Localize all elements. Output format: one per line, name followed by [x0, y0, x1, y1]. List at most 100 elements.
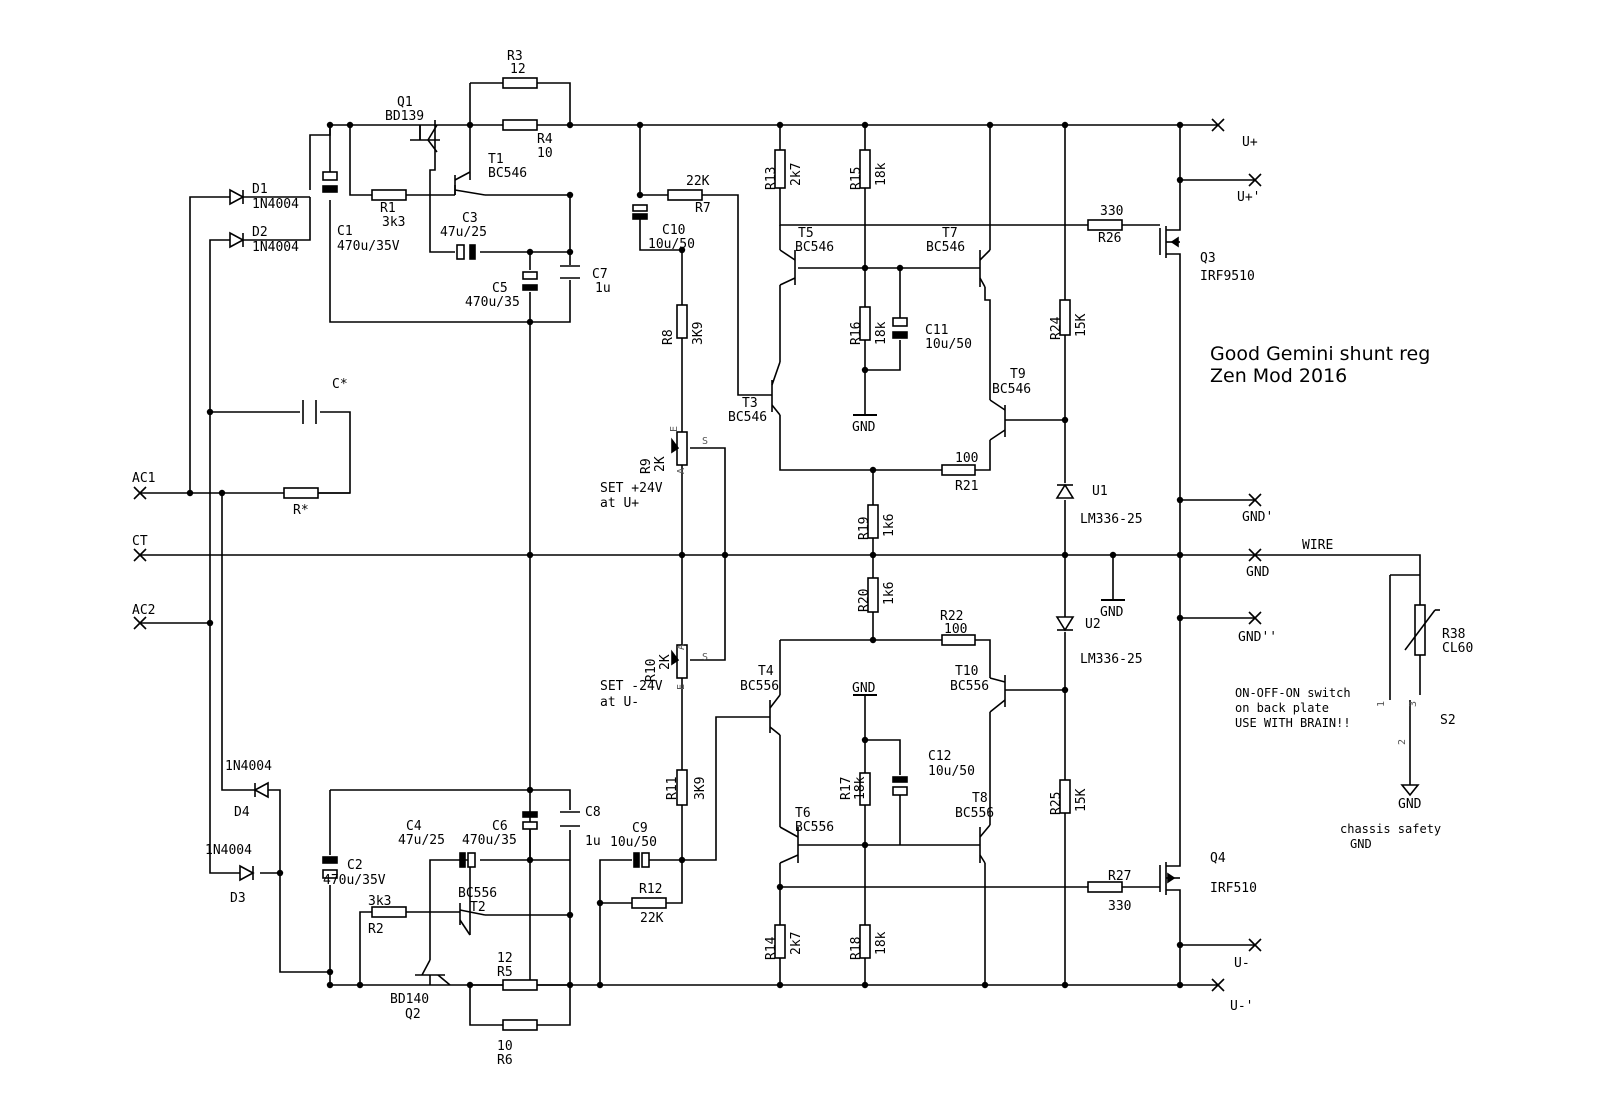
label-t6: T6 [795, 806, 811, 821]
capacitor-c12 [892, 776, 908, 796]
value-c3: 47u/25 [440, 225, 487, 240]
value-r7: 22K [686, 174, 710, 189]
title-line-2: Zen Mod 2016 [1210, 365, 1347, 387]
value-c11: 10u/50 [925, 337, 972, 352]
transistors [410, 124, 1181, 986]
label-r38: R38 [1442, 627, 1465, 642]
value-u2: LM336-25 [1080, 652, 1143, 667]
diode-d2 [229, 231, 245, 249]
switch-note-3: USE WITH BRAIN!! [1235, 716, 1351, 730]
transistor-t6 [779, 826, 799, 864]
terminal-ac2-label: AC2 [132, 603, 155, 618]
capacitor-c4 [459, 852, 476, 868]
pin-s2-3: 3 [1408, 701, 1419, 707]
junctions [186, 121, 1184, 989]
transistor-t8 [979, 824, 991, 864]
value-c9: 10u/50 [610, 835, 657, 850]
value-r5: 12 [497, 951, 513, 966]
value-t4: BC556 [740, 679, 779, 694]
value-c10: 10u/50 [648, 237, 695, 252]
resistor-r6 [502, 1019, 538, 1031]
chassis-note-2: GND [1350, 837, 1372, 851]
value-r21: 100 [955, 451, 978, 466]
label-r12: R12 [639, 882, 662, 897]
value-r1: 3k3 [382, 215, 405, 230]
label-c5: C5 [492, 281, 508, 296]
title-line-1: Good Gemini shunt reg [1210, 343, 1430, 365]
set-neg-line-1: SET -24V [600, 679, 663, 694]
label-d1: D1 [252, 182, 268, 197]
resistor-r7 [667, 189, 703, 201]
transistor-q1 [410, 124, 440, 153]
label-t7: T7 [942, 226, 958, 241]
value-d3: 1N4004 [205, 843, 252, 858]
transistor-t5 [779, 249, 796, 286]
label-r10: R10 [644, 659, 659, 682]
resistor-r12 [631, 897, 667, 909]
label-r3: R3 [507, 49, 523, 64]
terminal-uminus2-label: U-' [1230, 999, 1253, 1014]
resistor-r8 [676, 304, 688, 339]
resistor-r14 [774, 924, 786, 959]
mosfet-q4 [1159, 862, 1181, 895]
value-r26: 330 [1100, 204, 1123, 219]
label-u2: U2 [1085, 617, 1101, 632]
resistor-r22 [941, 634, 976, 646]
label-t5: T5 [798, 226, 814, 241]
transistor-t9 [989, 399, 1006, 441]
label-c4: C4 [406, 819, 422, 834]
resistor-r24 [1059, 299, 1071, 336]
value-t10: BC556 [950, 679, 989, 694]
label-c11: C11 [925, 323, 948, 338]
pin-r9-s: S [702, 436, 708, 447]
transistor-t7 [979, 249, 991, 288]
label-c3: C3 [462, 211, 478, 226]
value-c1: 470u/35V [337, 239, 400, 254]
pin-r9-a: A [676, 468, 687, 474]
label-t4: T4 [758, 664, 774, 679]
resistor-r11 [676, 769, 688, 806]
label-s2: S2 [1440, 713, 1456, 728]
wire-label: WIRE [1302, 538, 1333, 553]
value-d4: 1N4004 [225, 759, 272, 774]
value-r9: 2K [653, 456, 668, 472]
capacitor-c3 [456, 244, 476, 260]
capacitor-c1 [322, 170, 338, 193]
resistor-r26 [1087, 219, 1123, 231]
diode-d4 [253, 781, 269, 799]
value-c6: 470u/35 [462, 833, 517, 848]
label-r7: R7 [695, 201, 711, 216]
diode-d3 [239, 864, 255, 882]
label-r18: R18 [849, 937, 864, 960]
capacitor-c11 [892, 317, 908, 339]
resistors [283, 77, 1440, 1031]
label-t9: T9 [1010, 367, 1026, 382]
set-pos-line-2: at U+ [600, 496, 639, 511]
capacitor-c6 [522, 811, 538, 830]
label-c2: C2 [347, 858, 363, 873]
value-r2: 3k3 [368, 894, 391, 909]
gnd-label-chassis: GND [1398, 797, 1422, 812]
value-q2: BD140 [390, 992, 429, 1007]
resistor-rx [283, 487, 319, 499]
value-u1: LM336-25 [1080, 512, 1143, 527]
label-t8: T8 [972, 791, 988, 806]
label-r21: R21 [955, 479, 978, 494]
terminal-uplus-label: U+ [1242, 135, 1258, 150]
transistor-t2 [459, 903, 486, 936]
label-r15: R15 [849, 167, 864, 190]
resistor-r4 [502, 119, 538, 131]
terminal-uminus-label: U- [1234, 956, 1250, 971]
value-t2: BC556 [458, 886, 497, 901]
value-r11: 3K9 [693, 777, 708, 800]
value-r24: 15K [1074, 313, 1089, 337]
pin-r10-s: S [702, 652, 708, 663]
label-cx: C* [332, 377, 348, 392]
resistor-r16 [859, 306, 871, 341]
value-q3: IRF9510 [1200, 269, 1255, 284]
transistor-t3 [771, 361, 781, 416]
gnd-label-mid: GND [1100, 605, 1124, 620]
resistor-r27 [1087, 881, 1123, 893]
resistor-r25 [1059, 779, 1071, 814]
value-r20: 1k6 [882, 582, 897, 605]
